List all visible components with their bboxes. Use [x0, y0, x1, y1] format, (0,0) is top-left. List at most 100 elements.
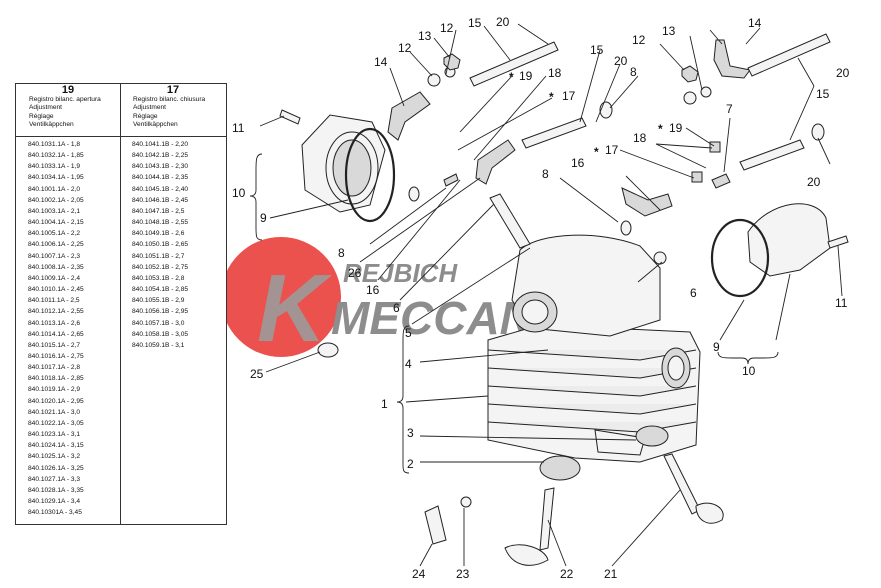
callout-label: 4 — [405, 357, 412, 371]
callout-label: 6 — [690, 286, 697, 300]
table-row: 840.1024.1A - 3,15 — [28, 442, 84, 450]
callout-label: 13 — [418, 29, 432, 43]
table-row: 840.1049.1B - 2,6 — [132, 230, 185, 238]
callout-label: 9 — [260, 211, 267, 225]
callout-label: 14 — [374, 55, 388, 69]
table-row: 840.1057.1B - 3,0 — [132, 319, 185, 327]
callout-label: 21 — [604, 567, 618, 581]
table-row: 840.1027.1A - 3,3 — [28, 475, 81, 483]
table-row: 840.1021.1A - 3,0 — [28, 408, 81, 416]
table-row: 840.1013.1A - 2,6 — [28, 319, 81, 327]
callout-label: 23 — [456, 567, 470, 581]
callout-label: 15 — [590, 43, 604, 57]
table-row: 840.1026.1A - 3,25 — [28, 464, 84, 472]
table-row: 840.1028.1A - 3,35 — [28, 486, 84, 494]
table-row: 840.1042.1B - 2,25 — [132, 152, 189, 160]
column-caption: Registro bilanc. chiusura — [133, 96, 206, 103]
callout-label: 12 — [440, 21, 454, 35]
adjustment-spec-table: 19 Registro bilanc. apertura Adjustment … — [15, 83, 227, 525]
column-caption: Registro bilanc. apertura — [29, 96, 101, 103]
callout-label: 1 — [381, 397, 388, 411]
table-row: 840.1034.1A - 1,95 — [28, 174, 84, 182]
callout-label: 9 — [713, 340, 720, 354]
asterisk-marks: * * * * — [509, 70, 663, 159]
svg-text:*: * — [658, 122, 663, 136]
callout-label: 6 — [393, 301, 400, 315]
callout-label: 16 — [366, 283, 380, 297]
table-row: 840.1047.1B - 2,5 — [132, 207, 185, 215]
callout-label: 17 — [562, 89, 576, 103]
table-row: 840.1012.1A - 2,55 — [28, 308, 84, 316]
callout-label: 3 — [407, 426, 414, 440]
table-header — [16, 84, 226, 137]
table-row: 840.1046.1B - 2,45 — [132, 196, 189, 204]
table-row: 840.1055.1B - 2,9 — [132, 297, 185, 305]
column-caption: Adjustment — [29, 104, 62, 112]
column-caption: Ventilkäppchen — [133, 120, 178, 128]
watermark-letter: K — [257, 255, 333, 362]
table-row: 840.1009.1A - 2,4 — [28, 274, 81, 282]
callout-label: 7 — [726, 102, 733, 116]
rocker-arms — [387, 39, 751, 217]
callout-labels: 1 2 3 4 5 6 6 7 8 8 8 9 9 10 10 11 11 12… — [232, 15, 850, 581]
table-row: 840.1044.1B - 2,35 — [132, 174, 189, 182]
table-row: 840.1008.1A - 2,35 — [28, 263, 84, 271]
column-caption: Réglage — [133, 112, 158, 120]
callout-label: 11 — [835, 296, 848, 310]
table-row: 840.1011.1A - 2,5 — [28, 297, 80, 305]
rocker-shafts — [469, 33, 831, 171]
callout-label: 15 — [816, 87, 830, 101]
table-row: 840.1058.1B - 3,05 — [132, 330, 189, 338]
table-row: 840.1018.1A - 2,85 — [28, 375, 84, 383]
callout-label: 20 — [807, 175, 821, 189]
table-row: 840.1054.1B - 2,85 — [132, 286, 189, 294]
callout-label: 8 — [542, 167, 549, 181]
column-ref-number: 17 — [166, 84, 180, 96]
table-row: 840.1022.1A - 3,05 — [28, 419, 84, 427]
callout-label: 18 — [548, 66, 562, 80]
table-column-17: 17 Registro bilanc. chiusura Adjustment … — [120, 84, 226, 524]
table-row: 840.1020.1A - 2,95 — [28, 397, 84, 405]
callout-label: 26 — [348, 266, 362, 280]
table-row: 840.1029.1A - 3,4 — [28, 498, 81, 505]
table-row: 840.1032.1A - 1,85 — [28, 152, 84, 160]
table-row: 840.1014.1A - 2,65 — [28, 330, 84, 338]
callout-label: 25 — [250, 367, 264, 381]
callout-label: 11 — [232, 121, 245, 135]
table-row: 840.1041.1B - 2,20 — [132, 141, 189, 148]
table-row: 840.1048.1B - 2,55 — [132, 219, 189, 227]
callout-label: 20 — [614, 54, 628, 68]
table-rows: 840.1041.1B - 2,20 840.1042.1B - 2,25 840.… — [120, 139, 226, 351]
callout-label: 20 — [496, 15, 510, 29]
callout-label: 19 — [669, 121, 683, 135]
column-ref-number: 19 — [61, 84, 75, 96]
callout-label: 13 — [662, 24, 676, 38]
table-row: 840.1019.1A - 2,9 — [28, 386, 81, 394]
watermark-circle — [221, 237, 341, 357]
watermark-line1: REJBICH — [343, 258, 458, 288]
table-row: 840.1033.1A - 1,9 — [28, 163, 81, 171]
table-row: 840.1016.1A - 2,75 — [28, 352, 84, 360]
callout-label: 18 — [633, 131, 647, 145]
brace-1 — [396, 325, 410, 474]
table-row: 840.1007.1A - 2,3 — [28, 252, 81, 260]
cylinder-head — [487, 234, 701, 463]
table-row: 840.10301A - 3,45 — [28, 509, 82, 517]
table-row: 840.1053.1B - 2,8 — [132, 274, 185, 282]
table-row: 840.1015.1A - 2,7 — [28, 341, 81, 349]
table-row: 840.1004.1A - 2,15 — [28, 219, 84, 227]
table-row: 840.1017.1A - 2,8 — [28, 364, 81, 372]
table-row: 840.1043.1B - 2,30 — [132, 163, 189, 171]
table-row: 840.1045.1B - 2,40 — [132, 185, 189, 193]
table-column-19: 19 Registro bilanc. apertura Adjustment … — [16, 84, 121, 524]
callout-label: 10 — [232, 186, 246, 200]
valve-cover-left — [301, 114, 396, 223]
callout-label: 14 — [748, 16, 762, 30]
small-parts — [279, 53, 849, 566]
leader-lines — [259, 23, 843, 567]
svg-text:*: * — [509, 70, 514, 84]
table-row: 840.1056.1B - 2,95 — [132, 308, 189, 316]
callout-label: 8 — [338, 246, 345, 260]
